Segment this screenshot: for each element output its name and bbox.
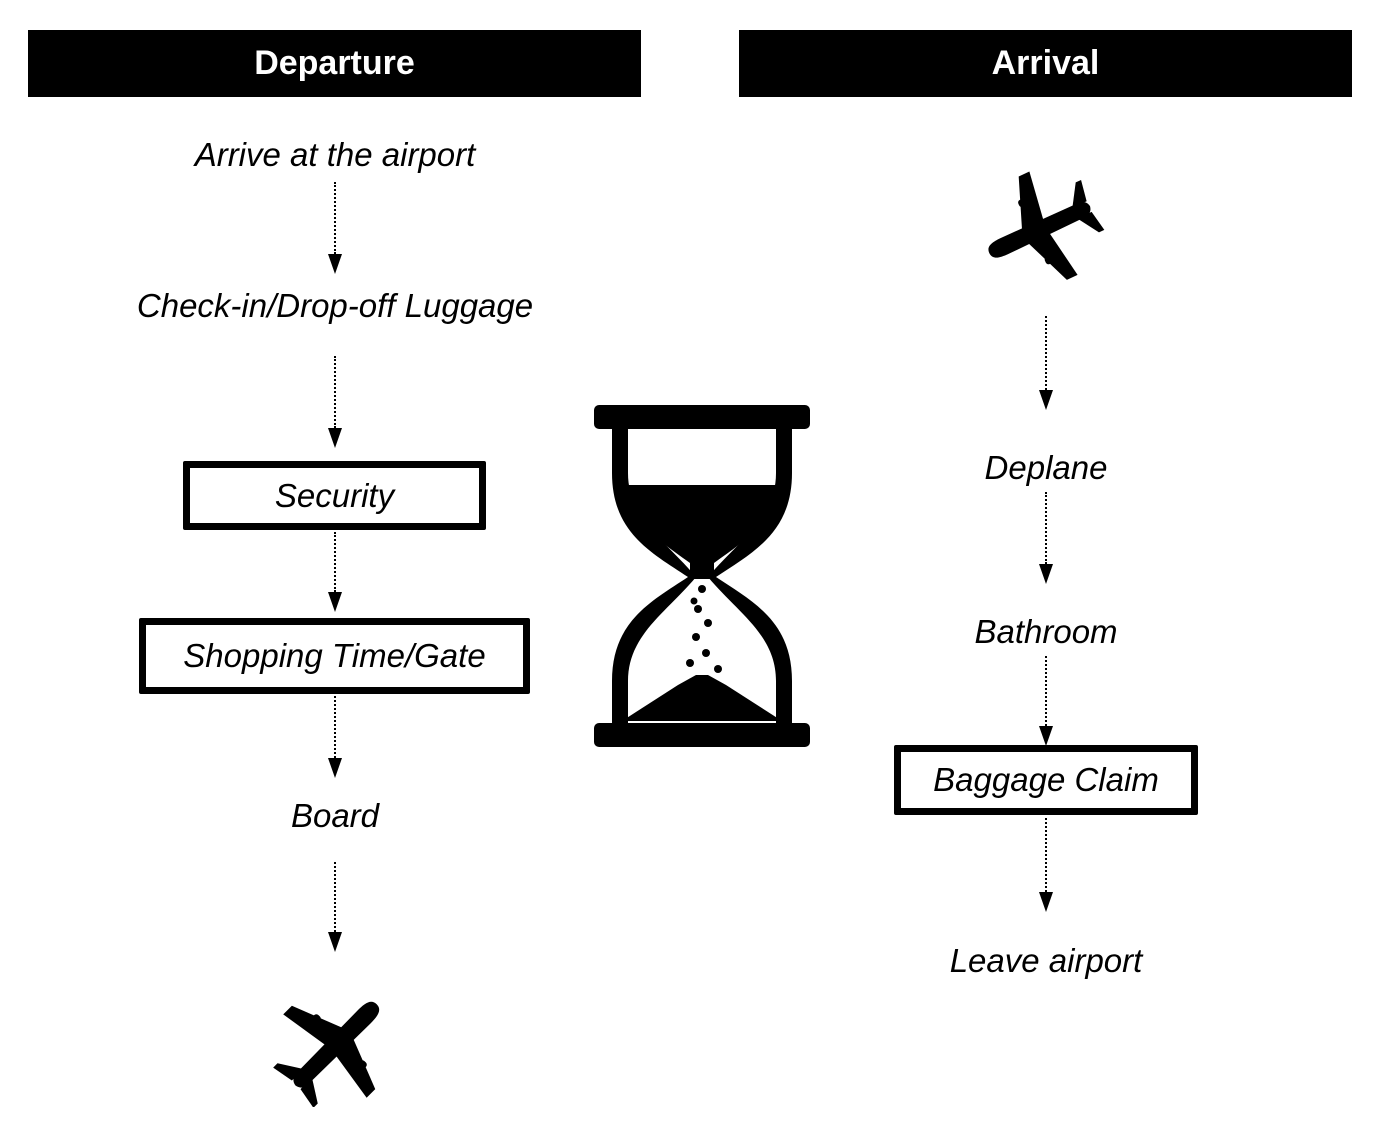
flow-arrow bbox=[1039, 492, 1053, 586]
flow-arrow bbox=[328, 696, 342, 780]
arrival-header: Arrival bbox=[739, 30, 1352, 97]
flow-arrow bbox=[328, 356, 342, 450]
flow-arrow bbox=[328, 182, 342, 276]
flow-arrow bbox=[1039, 656, 1053, 746]
departure-header: Departure bbox=[28, 30, 641, 97]
airplane-takeoff-icon bbox=[273, 1001, 380, 1107]
step-bathroom: Bathroom bbox=[974, 613, 1118, 650]
step-check-in: Check-in/Drop-off Luggage bbox=[136, 287, 534, 324]
step-leave-airport: Leave airport bbox=[949, 942, 1143, 979]
flow-arrow bbox=[328, 532, 342, 616]
flow-arrow bbox=[1039, 316, 1053, 412]
step-board: Board bbox=[290, 797, 380, 834]
step-arrive-at-airport: Arrive at the airport bbox=[194, 136, 476, 173]
step-shopping-gate-label: Shopping Time/Gate bbox=[183, 637, 486, 674]
step-security-label: Security bbox=[274, 476, 395, 514]
flow-arrow bbox=[328, 862, 342, 954]
step-deplane: Deplane bbox=[984, 449, 1108, 486]
hourglass-icon bbox=[594, 405, 810, 747]
step-baggage-claim-box: Baggage Claim bbox=[894, 745, 1198, 815]
flow-arrow bbox=[1039, 818, 1053, 914]
step-security-box: Security bbox=[183, 461, 486, 530]
airplane-landing-icon bbox=[988, 171, 1105, 280]
step-baggage-claim-label: Baggage Claim bbox=[933, 761, 1159, 798]
step-shopping-gate-box: Shopping Time/Gate bbox=[139, 618, 530, 694]
